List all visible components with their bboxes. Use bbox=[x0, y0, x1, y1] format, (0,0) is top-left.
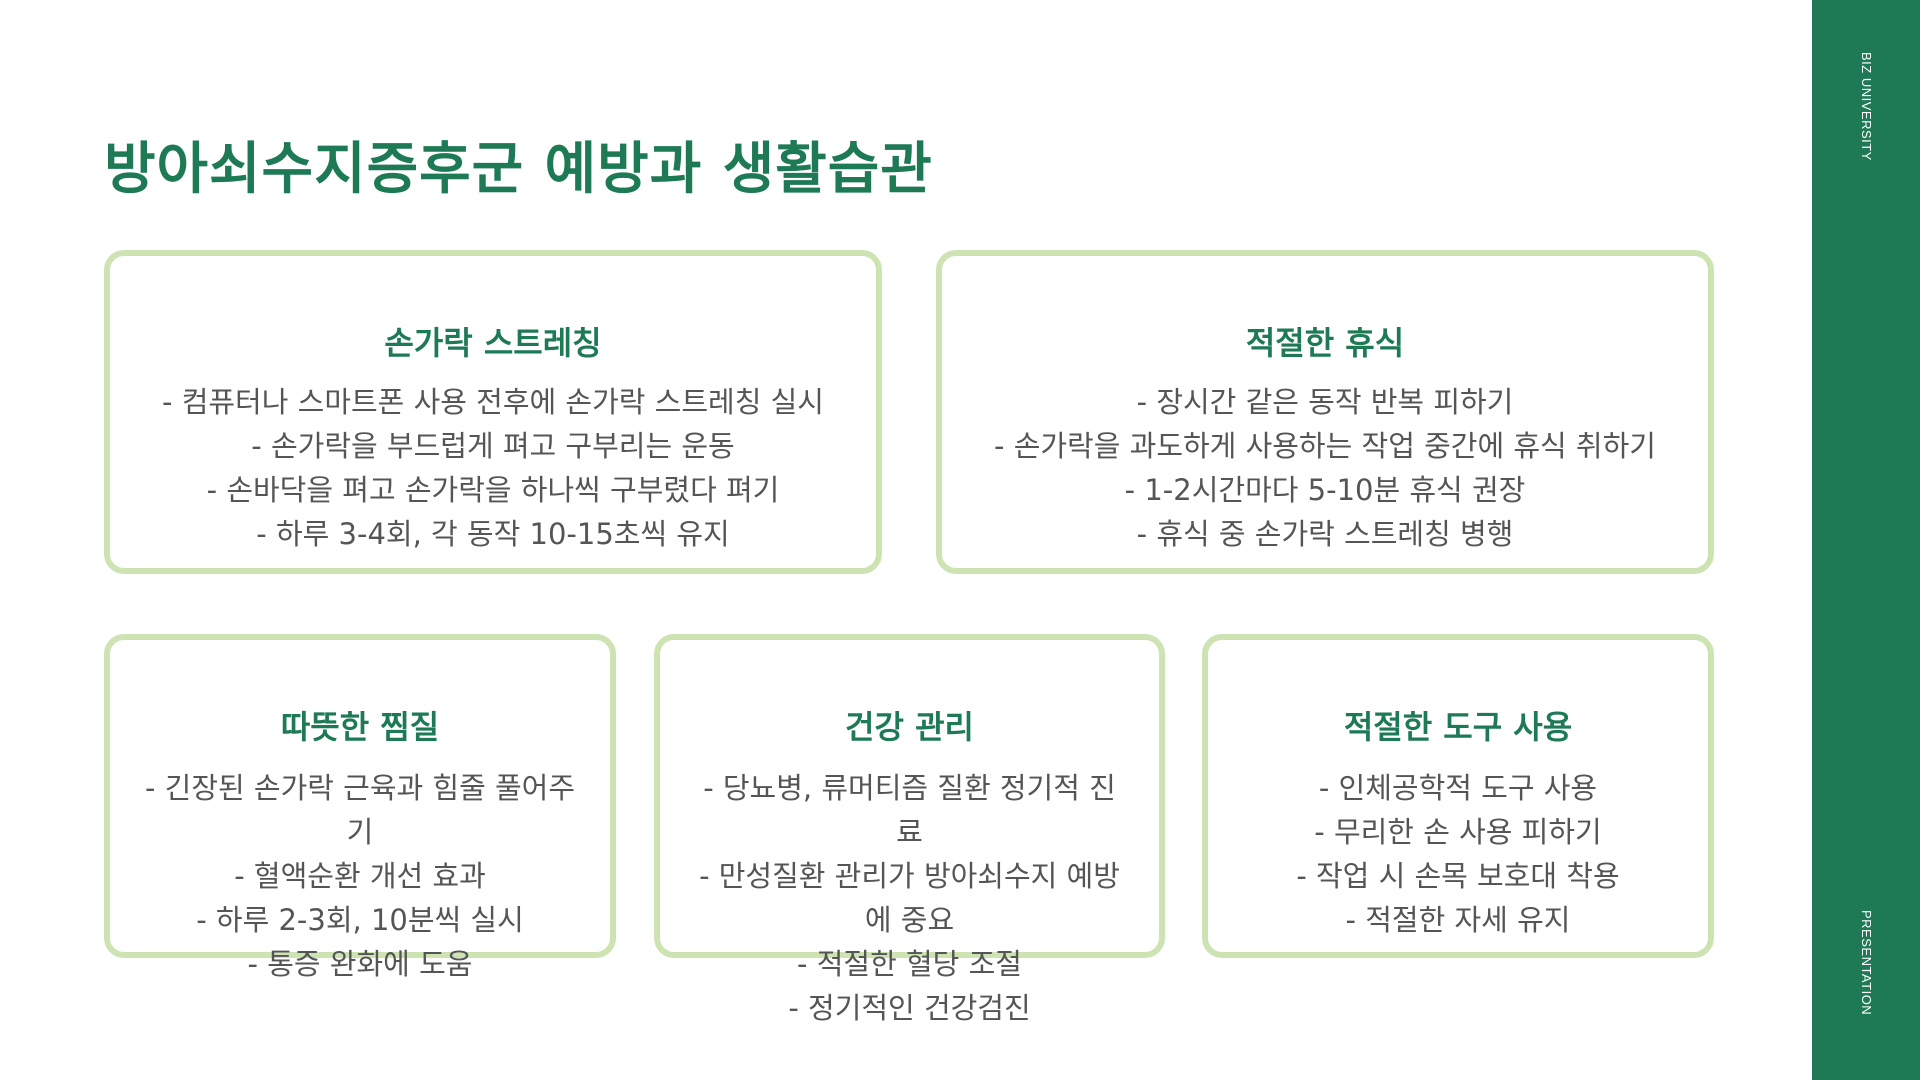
card-finger-stretching: 손가락 스트레칭 - 컴퓨터나 스마트폰 사용 전후에 손가락 스트레칭 실시 … bbox=[104, 250, 882, 574]
card-lines: - 장시간 같은 동작 반복 피하기 - 손가락을 과도하게 사용하는 작업 중… bbox=[958, 380, 1692, 556]
sidebar: BIZ UNIVERSITY PRESENTATION bbox=[1812, 0, 1920, 1080]
page-title: 방아쇠수지증후군 예방과 생활습관 bbox=[104, 137, 933, 202]
card-warm-compress: 따뜻한 찜질 - 긴장된 손가락 근육과 힘줄 풀어주기 - 혈액순환 개선 효… bbox=[104, 634, 616, 981]
list-item: - 손가락을 부드럽게 펴고 구부리는 운동 bbox=[251, 429, 735, 463]
card-lines: - 당뇨병, 류머티즘 질환 정기적 진료 - 만성질환 관리가 방아쇠수지 예… bbox=[690, 766, 1129, 1030]
card-heading: 건강 관리 bbox=[845, 708, 974, 746]
card-lines: - 컴퓨터나 스마트폰 사용 전후에 손가락 스트레칭 실시 - 손가락을 부드… bbox=[126, 380, 860, 556]
list-item: - 하루 2-3회, 10분씩 실시 bbox=[196, 903, 524, 937]
list-item: - 당뇨병, 류머티즘 질환 정기적 진료 bbox=[703, 771, 1116, 849]
card-lines: - 인체공학적 도구 사용 - 무리한 손 사용 피하기 - 작업 시 손목 보… bbox=[1238, 766, 1678, 942]
card-heading: 적절한 휴식 bbox=[1245, 324, 1405, 362]
card-proper-rest: 적절한 휴식 - 장시간 같은 동작 반복 피하기 - 손가락을 과도하게 사용… bbox=[936, 250, 1714, 574]
sidebar-top-label: BIZ UNIVERSITY bbox=[1859, 52, 1874, 161]
list-item: - 작업 시 손목 보호대 착용 bbox=[1296, 859, 1620, 893]
list-item: - 혈액순환 개선 효과 bbox=[234, 859, 486, 893]
list-item: - 손바닥을 펴고 손가락을 하나씩 구부렸다 펴기 bbox=[206, 473, 780, 507]
list-item: - 인체공학적 도구 사용 bbox=[1318, 771, 1598, 805]
card-heading: 적절한 도구 사용 bbox=[1343, 708, 1573, 746]
list-item: - 1-2시간마다 5-10분 휴식 권장 bbox=[1124, 473, 1526, 507]
list-item: - 손가락을 과도하게 사용하는 작업 중간에 휴식 취하기 bbox=[994, 429, 1656, 463]
list-item: - 휴식 중 손가락 스트레칭 병행 bbox=[1136, 517, 1514, 551]
list-item: - 만성질환 관리가 방아쇠수지 예방에 중요 bbox=[699, 859, 1120, 937]
card-heading: 따뜻한 찜질 bbox=[280, 708, 440, 746]
list-item: - 컴퓨터나 스마트폰 사용 전후에 손가락 스트레칭 실시 bbox=[162, 385, 824, 419]
card-health-management: 건강 관리 - 당뇨병, 류머티즘 질환 정기적 진료 - 만성질환 관리가 방… bbox=[654, 634, 1165, 1025]
card-heading: 손가락 스트레칭 bbox=[384, 324, 602, 362]
list-item: - 장시간 같은 동작 반복 피하기 bbox=[1136, 385, 1514, 419]
card-lines: - 긴장된 손가락 근육과 힘줄 풀어주기 - 혈액순환 개선 효과 - 하루 … bbox=[140, 766, 580, 986]
list-item: - 하루 3-4회, 각 동작 10-15초씩 유지 bbox=[256, 517, 730, 551]
card-proper-tools: 적절한 도구 사용 - 인체공학적 도구 사용 - 무리한 손 사용 피하기 -… bbox=[1202, 634, 1714, 958]
list-item: - 적절한 자세 유지 bbox=[1345, 903, 1571, 937]
list-item: - 정기적인 건강검진 bbox=[788, 991, 1031, 1025]
sidebar-bottom-label: PRESENTATION bbox=[1859, 910, 1874, 1016]
list-item: - 무리한 손 사용 피하기 bbox=[1314, 815, 1602, 849]
list-item: - 긴장된 손가락 근육과 힘줄 풀어주기 bbox=[144, 771, 576, 849]
list-item: - 통증 완화에 도움 bbox=[247, 947, 473, 981]
list-item: - 적절한 혈당 조절 bbox=[797, 947, 1022, 981]
